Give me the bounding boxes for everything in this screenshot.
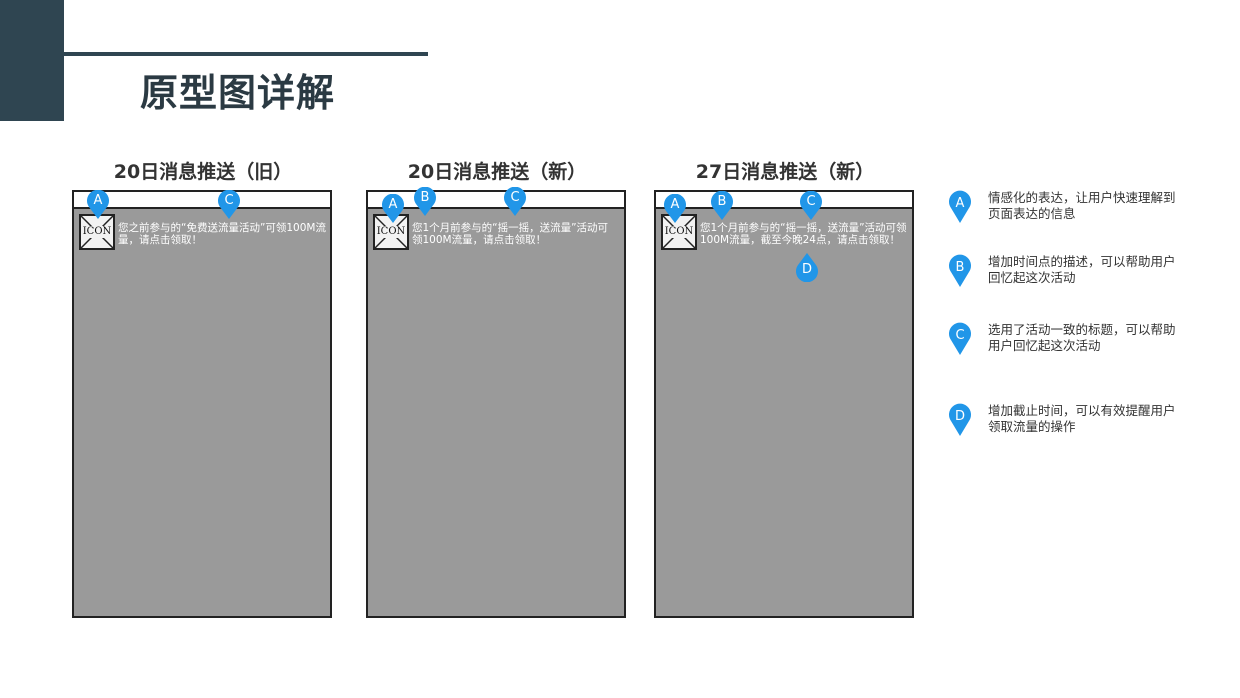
icon-label: ICON (663, 226, 695, 238)
marker-d-pin: D (795, 252, 819, 282)
legend-item-c: C 选用了活动一致的标题，可以帮助用户回忆起这次活动 (948, 322, 1178, 355)
phone-mockup-new-20: ICON 您1个月前参与的“摇一摇，送流量”活动可领100M流量，请点击领取！ (366, 190, 626, 618)
title-rule (64, 52, 428, 56)
marker-d-icon: D (948, 403, 972, 436)
panel-heading-old: 20日消息推送（旧） (113, 161, 293, 183)
legend-text: 情感化的表达，让用户快速理解到页面表达的信息 (988, 190, 1176, 221)
push-message: 您之前参与的“免费送流量活动”可领100M流量，请点击领取！ (118, 222, 326, 246)
panel-heading-new-20: 20日消息推送（新） (407, 161, 587, 183)
phone-mockup-old: ICON 您之前参与的“免费送流量活动”可领100M流量，请点击领取！ (72, 190, 332, 618)
marker-a-pin: A (381, 194, 405, 224)
legend-item-b: B 增加时间点的描述，可以帮助用户回忆起这次活动 (948, 254, 1178, 287)
legend-text: 选用了活动一致的标题，可以帮助用户回忆起这次活动 (988, 322, 1176, 353)
status-bar (656, 192, 912, 209)
marker-c-pin: C (503, 187, 527, 217)
panel-heading-new-27: 27日消息推送（新） (695, 161, 875, 183)
marker-a-pin: A (663, 194, 687, 224)
legend-text: 增加截止时间，可以有效提醒用户领取流量的操作 (988, 403, 1176, 434)
push-message: 您1个月前参与的“摇一摇，送流量”活动可领100M流量，截至今晚24点，请点击领… (700, 222, 907, 246)
phone-mockup-new-27: ICON 您1个月前参与的“摇一摇，送流量”活动可领100M流量，截至今晚24点… (654, 190, 914, 618)
icon-label: ICON (81, 226, 113, 238)
legend-text: 增加时间点的描述，可以帮助用户回忆起这次活动 (988, 254, 1176, 285)
marker-c-pin: C (217, 190, 241, 220)
marker-b-pin: B (710, 191, 734, 221)
marker-c-pin: C (799, 191, 823, 221)
app-icon-placeholder: ICON (661, 214, 697, 250)
status-bar (74, 192, 330, 209)
icon-label: ICON (375, 226, 407, 238)
marker-a-pin: A (86, 190, 110, 220)
push-message: 您1个月前参与的“摇一摇，送流量”活动可领100M流量，请点击领取！ (412, 222, 609, 246)
marker-b-pin: B (413, 187, 437, 217)
legend-item-a: A 情感化的表达，让用户快速理解到页面表达的信息 (948, 190, 1178, 223)
app-icon-placeholder: ICON (373, 214, 409, 250)
legend-item-d: D 增加截止时间，可以有效提醒用户领取流量的操作 (948, 403, 1178, 436)
marker-a-icon: A (948, 190, 972, 223)
marker-c-icon: C (948, 322, 972, 355)
status-bar (368, 192, 624, 209)
page-title: 原型图详解 (140, 71, 336, 115)
marker-b-icon: B (948, 254, 972, 287)
corner-decoration (0, 0, 64, 121)
